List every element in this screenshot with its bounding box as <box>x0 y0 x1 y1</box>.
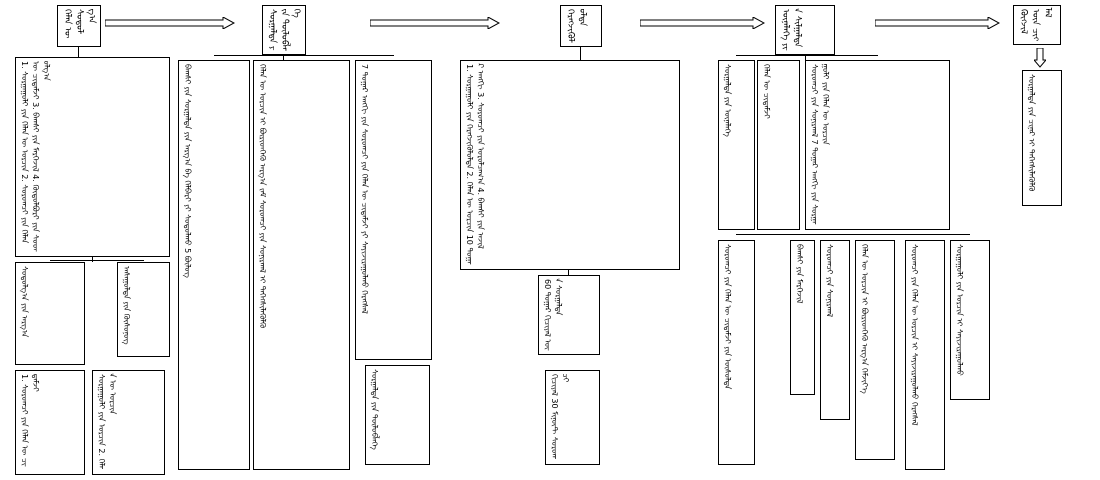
result-box: ᠰᠤᠷᠭᠠᠯᠲᠠ ᠶᠢᠨ ᠴᠢᠨᠠᠷ ᠢ ᠳᠡᠭᠡᠭᠰᠢᠯᠡᠭᠦᠯᠬᠦ <box>1022 70 1062 206</box>
stage-box-4: ᠦᠨᠡᠯᠡᠭᠡ ᠶᠢᠨ ᠰᠢᠯᠭᠠᠯᠲᠠ <box>775 5 835 55</box>
col4-sub-5: ᠰᠤᠷᠤᠭᠴᠢ ᠶᠢᠨ ᠬᠡᠯᠡᠨ ᠦ ᠣᠷᠴᠢᠨ ᠢ ᠰᠠᠶᠢᠵᠢᠷᠠᠭᠤᠯᠬ… <box>905 240 945 470</box>
col3-box-3: ᠬᠢᠴᠢᠶᠡᠯ 30 ᠮᠢᠨᠦ᠋ᠲ ᠰᠤᠷᠤᠭᠴᠢ <box>545 370 600 465</box>
col4-sub-1: ᠰᠤᠷᠤᠭᠴᠢ ᠶᠢᠨ ᠬᠡᠯᠡᠨ ᠦ ᠴᠢᠳᠠᠮᠵᠢ ᠶᠢᠨ ᠥᠰᠥᠯᠲᠡ <box>718 240 755 465</box>
arrow-right-icon <box>640 17 765 29</box>
col4-sub-4: ᠬᠡᠯᠡᠨ ᠦ ᠣᠷᠴᠢᠨ ᠢ ᠪᠦᠷᠢᠳᠬᠡᠬᠦ ᠠᠷᠭ᠎ᠠ ᠬᠡᠮᠵᠢᠶ᠎ᠡ <box>855 240 895 460</box>
col4-box-3: ᠰᠤᠷᠤᠭᠴᠢ ᠶᠢᠨ ᠰᠣᠨᠢᠷᠬᠠᠯ 7 ᠳᠤᠭᠠᠷ ᠠᠩᠭᠢ ᠶᠢᠨ ᠰᠤ… <box>805 60 950 230</box>
connector <box>736 234 970 235</box>
col2-box-1: ᠪᠠᠭᠰᠢ ᠶᠢᠨ ᠰᠤᠷᠭᠠᠯᠲᠠ ᠶᠢᠨ ᠠᠷᠭ᠎ᠠ ᠪᠠ ᠬᠡᠯᠪᠡᠷᠢ … <box>178 60 250 470</box>
col2-box-2: ᠬᠡᠯᠡᠨ ᠦ ᠣᠷᠴᠢᠨ ᠢ ᠪᠦᠷᠢᠳᠬᠡᠬᠦ ᠠᠷᠭ᠎ᠠ ᠵᠠᠮ ᠰᠤᠷᠤ… <box>253 60 350 470</box>
col3-box-2: 60 ᠳᠤᠭᠠᠷ ᠬᠢᠴᠢᠶᠡᠯ ᠦᠨ ᠰᠤᠷᠭᠠᠯᠲᠠ <box>538 275 600 355</box>
col3-box-main: 1. ᠰᠤᠷᠭᠠᠭᠤᠯᠢ ᠶᠢᠨ ᠬᠡᠷᠡᠭᠵᠢᠭᠦᠯᠦᠯᠲᠡ 2. ᠬᠡᠯᠡᠨ… <box>460 60 680 270</box>
stage-box-2: ᠰᠤᠷᠭᠠᠯᠲᠠ ᠶᠢᠨ ᠲᠥᠯᠥᠪᠯᠡᠭᠡ <box>262 5 306 55</box>
col2-box-3: 7 ᠳᠤᠭᠠᠷ ᠠᠩᠭᠢ ᠶᠢᠨ ᠰᠤᠷᠤᠭᠴᠢ ᠶᠢᠨ ᠬᠡᠯᠡᠨ ᠦ ᠴᠢᠳ… <box>355 60 432 360</box>
stage-box-5: ᠬᠥᠭᠵᠢᠯ ᠦᠨ ᠴᠢᠭᠯᠡᠯ <box>1013 5 1061 45</box>
connector <box>92 257 93 262</box>
stage-box-1: ᠬᠡᠯᠡᠨ ᠦ ᠰᠤᠳᠤᠯᠭ᠎ᠠ <box>57 5 101 47</box>
col4-sub-3: ᠰᠤᠷᠤᠭᠴᠢ ᠶᠢᠨ ᠰᠣᠨᠢᠷᠬᠠᠯ <box>820 240 850 420</box>
arrow-right-icon <box>875 17 1000 29</box>
col1-box-a: ᠰᠤᠳᠤᠯᠭ᠎ᠠ ᠶᠢᠨ ᠠᠷᠭ᠎ᠠ <box>15 262 85 365</box>
col1-box-d: ᠰᠤᠷᠭᠠᠭᠤᠯᠢ ᠶᠢᠨ ᠣᠷᠴᠢᠨ 2. ᠬᠡᠯᠡᠨ ᠦ ᠣᠷᠴᠢᠨ <box>92 370 165 475</box>
col4-box-2: ᠬᠡᠯᠡᠨ ᠦ ᠴᠢᠳᠠᠮᠵᠢ <box>757 60 800 230</box>
arrow-right-icon <box>105 17 235 29</box>
arrow-right-icon <box>370 17 500 29</box>
connector <box>283 55 284 60</box>
connector <box>78 47 79 57</box>
connector <box>568 270 569 275</box>
col1-box-b: ᠠᠰᠠᠭᠤᠯᠲᠠ ᠶᠢᠨ ᠬᠦᠰᠦᠨᠦᠭ <box>117 262 170 357</box>
connector <box>736 55 878 56</box>
arrow-down-icon <box>1034 48 1046 68</box>
col4-sub-2: ᠪᠠᠭᠰᠢ ᠶᠢᠨ ᠮᠡᠷᠭᠡᠵᠢᠯ <box>790 240 815 395</box>
connector <box>580 47 581 60</box>
col4-box-1: ᠰᠤᠷᠭᠠᠯᠲᠠ ᠶᠢᠨ ᠦᠨᠡᠯᠡᠭᠡ <box>718 60 755 230</box>
col1-box-main: 1. ᠰᠤᠷᠭᠠᠭᠤᠯᠢ ᠶᠢᠨ ᠬᠡᠯᠡᠨ ᠦ ᠣᠷᠴᠢᠨ 2. ᠰᠤᠷᠤᠭᠴ… <box>15 57 170 257</box>
col1-box-c: 1. ᠰᠤᠷᠤᠭᠴᠢ ᠶᠢᠨ ᠬᠡᠯᠡᠨ ᠦ ᠴᠢᠳᠠᠮᠵᠢ <box>15 370 85 475</box>
col4-sub-6: ᠰᠤᠷᠭᠠᠭᠤᠯᠢ ᠶᠢᠨ ᠣᠷᠴᠢᠨ ᠢ ᠰᠠᠶᠢᠵᠢᠷᠠᠭᠤᠯᠬᠤ <box>950 240 990 400</box>
connector <box>214 55 394 56</box>
col2-box-4: ᠰᠤᠷᠭᠠᠯᠲᠠ ᠶᠢᠨ ᠲᠥᠯᠥᠪᠯᠡᠭᠡ <box>365 365 430 465</box>
stage-box-3: ᠬᠡᠷᠡᠭᠵᠢᠭᠦᠯᠦᠯᠲᠡ <box>560 5 602 47</box>
connector <box>50 260 144 261</box>
connector <box>805 55 806 60</box>
